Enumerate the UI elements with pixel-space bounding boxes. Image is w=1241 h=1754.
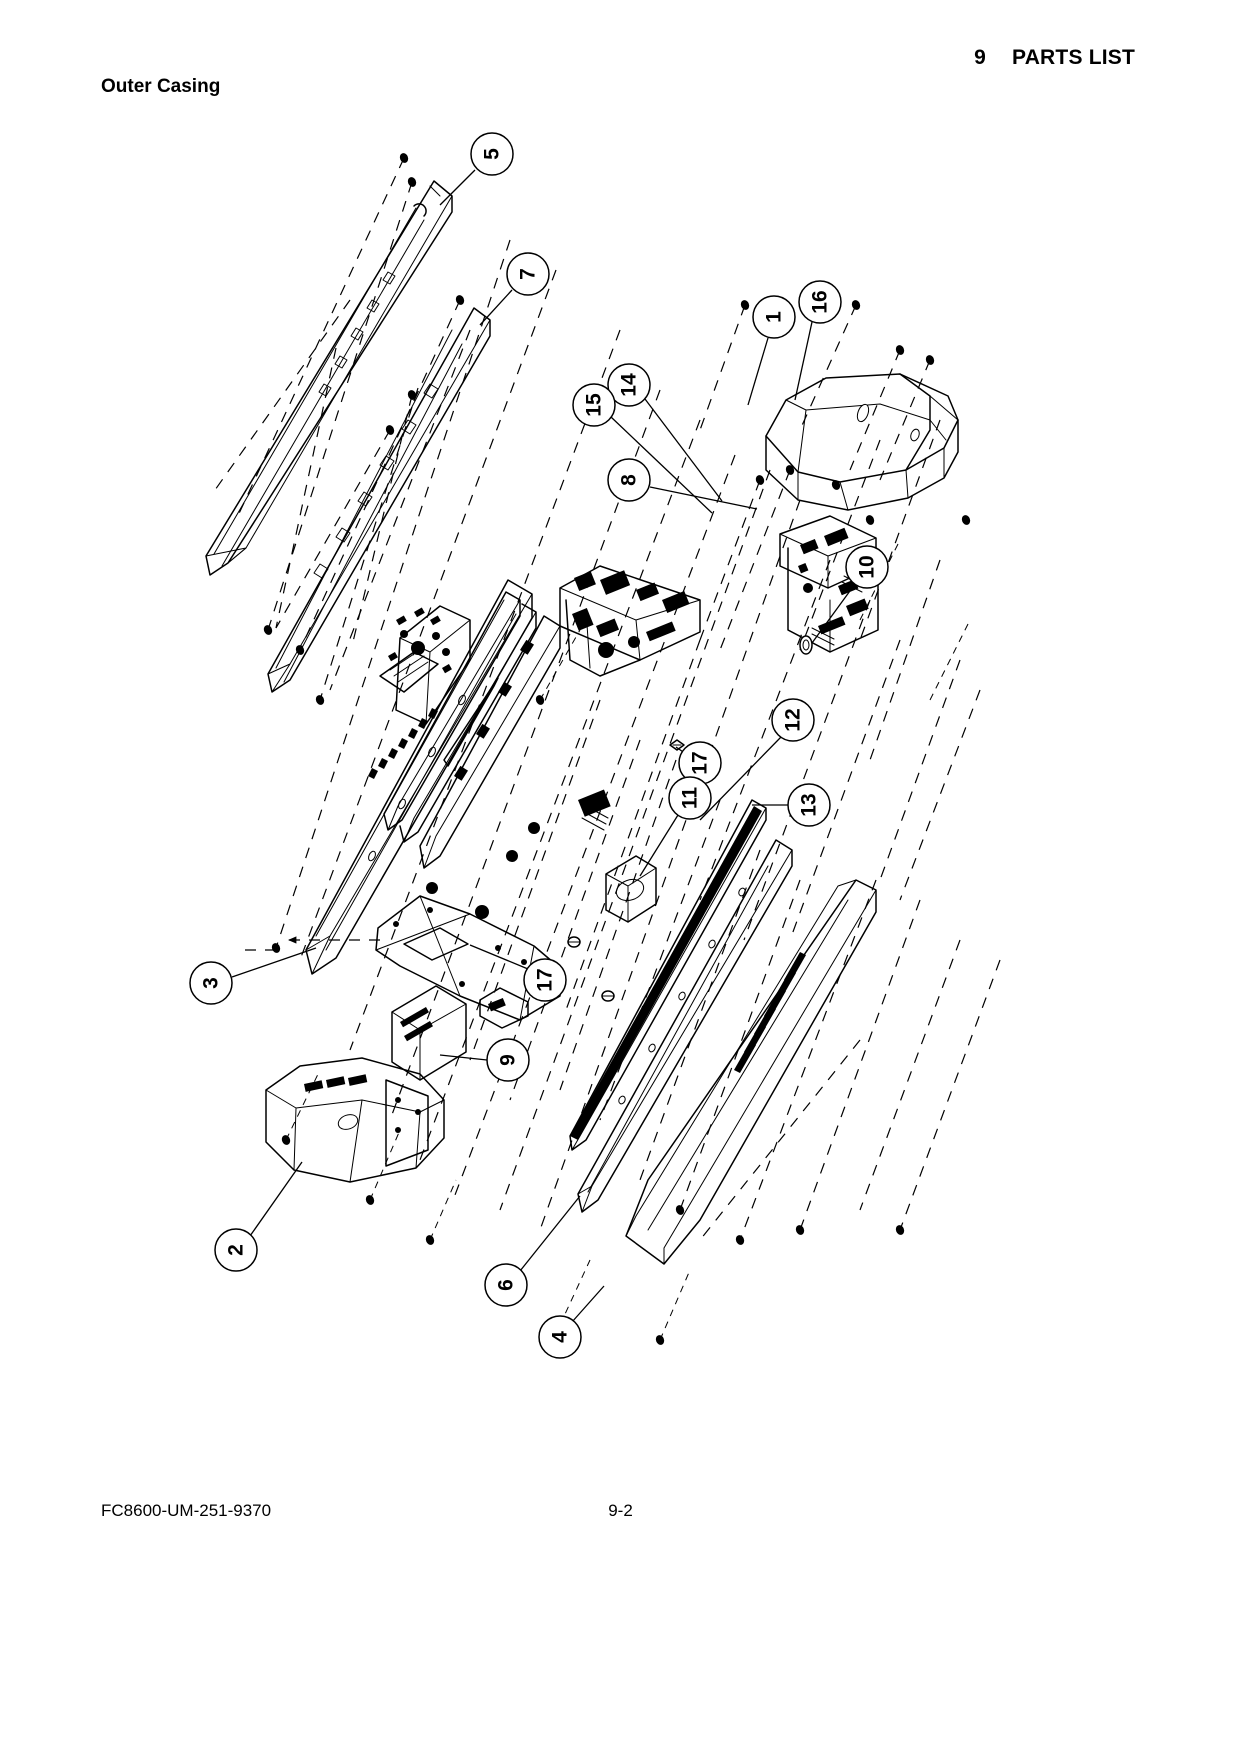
footer-page-number: 9-2 [608,1501,633,1520]
callout-15[interactable]: 15 [572,383,713,514]
callout-17-upper-label: 17 [689,751,712,774]
part-front-beam-cover [577,839,793,1213]
callout-14-label: 14 [618,373,641,397]
callout-10-label: 10 [856,555,879,578]
callout-16[interactable]: 16 [794,280,842,401]
callout-8-label: 8 [618,474,641,486]
callout-2[interactable]: 2 [214,1161,303,1272]
callout-7[interactable]: 7 [479,252,550,326]
footer-document-id: FC8600-UM-251-9370 [101,1501,272,1520]
part-front-lower-cover-panel [625,879,877,1265]
callout-3[interactable]: 3 [189,947,317,1005]
part-cutting-mat-strip [569,799,767,1151]
part-operation-panel-keypad [379,605,471,725]
callout-7-label: 7 [517,268,540,280]
callout-5[interactable]: 5 [439,132,514,206]
callout-2-label: 2 [225,1244,248,1256]
part-carriage-mechanism [559,565,701,677]
callout-5-label: 5 [481,148,504,160]
part-front-top-cover-panel [305,579,533,975]
callout-17-lower-label: 17 [534,968,557,991]
callout-6[interactable]: 6 [484,1195,581,1307]
callout-4[interactable]: 4 [538,1285,605,1359]
callout-8[interactable]: 8 [607,458,758,510]
callout-12[interactable]: 12 [699,698,815,821]
callout-4-label: 4 [549,1331,572,1343]
part-fan-duct [605,855,657,923]
page-header: 9 PARTS LIST [0,46,1135,70]
part-grommet [799,635,813,655]
axis-arrow-dots [263,153,971,1345]
header-chapter-title: PARTS LIST [1012,46,1135,69]
part-left-side-end-cover [265,1057,445,1183]
callout-16-label: 16 [809,290,832,313]
header-chapter-number: 9 [974,46,987,69]
callout-12-label: 12 [782,708,805,731]
part-top-rear-cover-panel [205,180,453,576]
assembly-axis-lines [214,157,1001,1341]
callout-14[interactable]: 14 [607,363,723,502]
callout-9-label: 9 [497,1054,520,1066]
callout-10[interactable]: 10 [811,545,889,644]
callout-balloons: 5 7 16 1 [189,132,889,1359]
part-y-rail-assembly [383,591,611,919]
callout-1-label: 1 [763,311,786,323]
callout-13[interactable]: 13 [752,783,831,827]
callout-15-label: 15 [583,393,606,417]
part-rear-inner-panel [267,307,491,693]
callout-17-lower[interactable]: 17 [469,944,567,1002]
part-operation-panel-housing [391,985,467,1081]
part-lower-frame-bracket [375,895,561,1029]
callout-11-label: 11 [679,787,702,810]
section-title: Outer Casing [101,76,221,97]
part-screw [567,739,685,1002]
part-right-side-end-cover [765,373,959,511]
callout-9[interactable]: 9 [439,1038,530,1082]
callout-3-label: 3 [200,977,223,989]
callout-11[interactable]: 11 [639,776,712,877]
brand-logo-band [368,708,438,779]
callout-13-label: 13 [798,793,821,816]
callout-1[interactable]: 1 [747,295,796,406]
callout-6-label: 6 [495,1279,518,1291]
